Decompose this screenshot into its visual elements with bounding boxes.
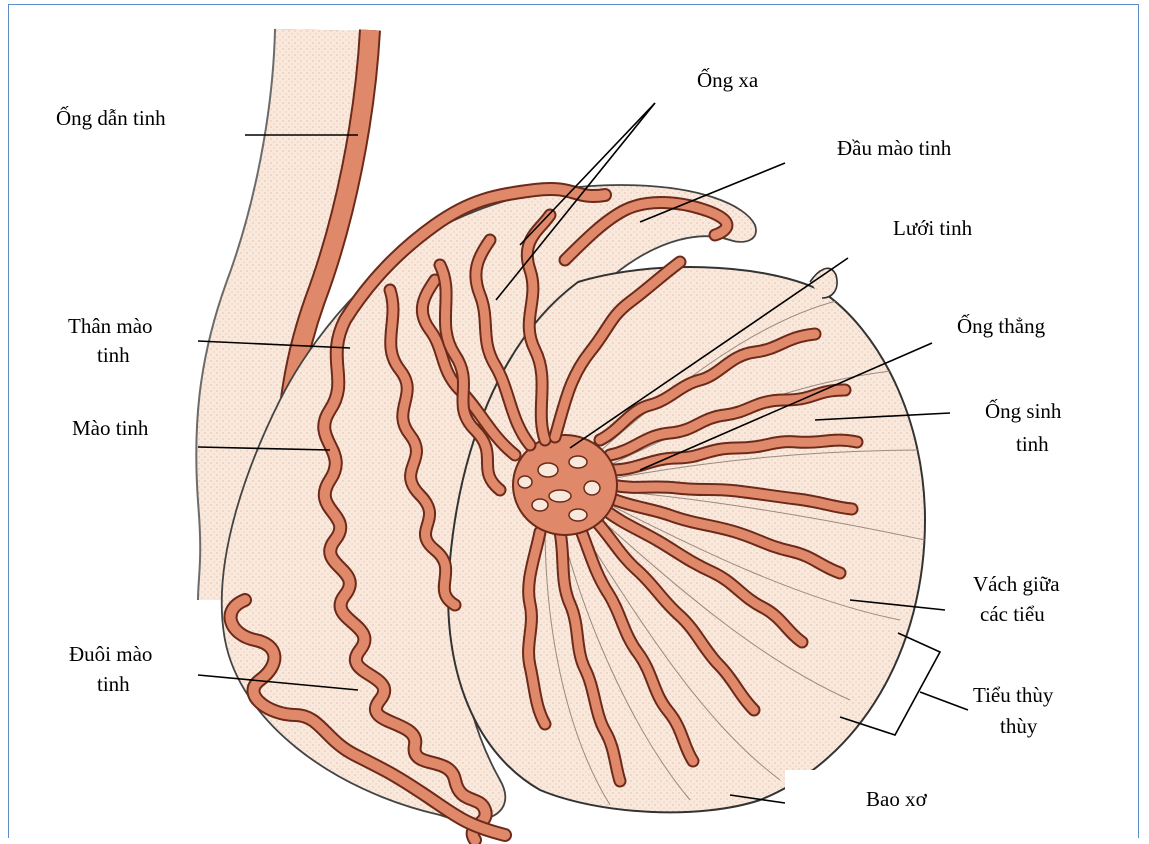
- label-than-mao-tinh-1: Thân mào: [68, 312, 153, 340]
- label-vach-giua-2: các tiểu: [980, 600, 1045, 628]
- label-ong-sinh-tinh-1: Ống sinh: [985, 397, 1061, 425]
- label-bao-xo: Bao xơ: [866, 785, 927, 813]
- label-dau-mao-tinh: Đầu mào tinh: [837, 134, 951, 162]
- label-ong-xa: Ống xa: [697, 66, 758, 94]
- label-ong-sinh-tinh-2: tinh: [1016, 430, 1049, 458]
- label-than-mao-tinh-2: tinh: [97, 341, 130, 369]
- label-ong-thang: Ống thẳng: [957, 312, 1045, 340]
- mask-patch: [785, 770, 845, 840]
- label-tieu-thuy-2: thùy: [1000, 712, 1037, 740]
- leader-tieu-thuy: [920, 692, 968, 710]
- label-luoi-tinh: Lưới tinh: [893, 214, 972, 242]
- label-duoi-mao-tinh-2: tinh: [97, 670, 130, 698]
- label-mao-tinh: Mào tinh: [72, 414, 148, 442]
- label-vach-giua-1: Vách giữa: [973, 570, 1060, 598]
- label-ong-dan-tinh: Ống dẫn tinh: [56, 104, 166, 132]
- label-duoi-mao-tinh-1: Đuôi mào: [69, 640, 152, 668]
- label-tieu-thuy-1: Tiểu thùy: [973, 681, 1053, 709]
